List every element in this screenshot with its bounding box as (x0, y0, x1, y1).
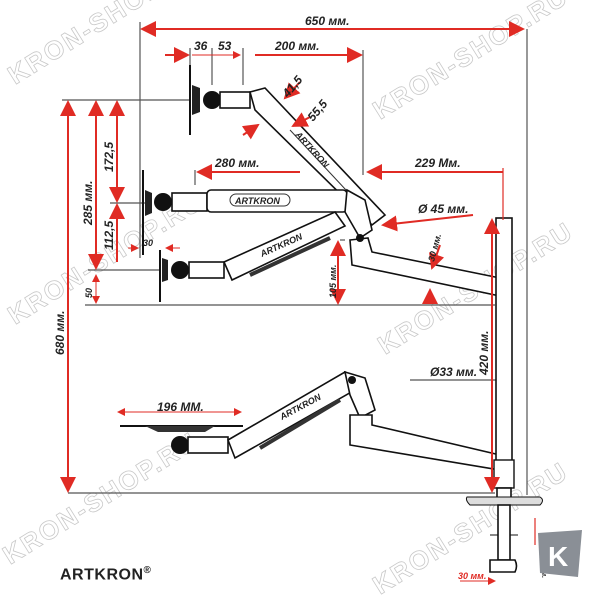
dim-285-label: 285 мм. (81, 181, 95, 226)
artkron-brand-logo: ARTKRON® (60, 565, 151, 584)
dim-30-offset-label: 30 (143, 238, 153, 248)
registered-mark: ® (143, 565, 152, 576)
watermark: KRON-SHOP.RU (2, 0, 208, 90)
monitor-arm-flat-position: ARTKRON (120, 370, 501, 471)
reference-lines (62, 22, 528, 495)
pole-and-clamp (465, 217, 543, 573)
arm-brand-label: ARTKRON (234, 196, 280, 206)
diameter-33-label: Ø33 мм. (430, 365, 477, 379)
dim-53-label: 53 (218, 39, 232, 53)
pole-height-label: 420 мм. (477, 331, 491, 376)
dim-200-label: 200 мм. (274, 39, 319, 53)
monitor-arm-low-position: ARTKRON (159, 211, 347, 302)
watermark: KRON-SHOP.RU (367, 0, 573, 125)
brand-name: ARTKRON (60, 566, 144, 584)
plate-width-label: 196 ММ. (157, 400, 204, 414)
dim-172-5-label: 172,5 (102, 142, 116, 172)
monitor-arm-middle-position: ARTKRON (142, 170, 373, 255)
dim-280-label: 280 мм. (214, 156, 259, 170)
clamp-width-label: 30 мм. (458, 571, 486, 581)
dim-55-5-label: 55,5 (305, 97, 331, 124)
diameter-45-label: Ø 45 мм. (418, 202, 468, 216)
dim-41-5-label: 41,5 (279, 73, 306, 101)
dimension-labels: 650 мм. 36 53 200 мм. 41,5 55,5 280 мм. … (53, 14, 547, 581)
total-reach-label: 650 мм. (305, 14, 349, 28)
dim-229-label: 229 Мм. (414, 156, 461, 170)
dim-105-label: 105 мм. (328, 265, 338, 298)
total-height-label: 680 мм. (53, 311, 67, 355)
arm-thickness-label: 30 мм. (426, 233, 443, 263)
dim-50-label: 50 (84, 288, 94, 298)
dim-112-5-label: 112,5 (102, 221, 116, 250)
dim-36-label: 36 (194, 39, 208, 53)
kron-logo-badge: K (538, 530, 582, 577)
lower-arm (349, 234, 501, 297)
badge-letter: K (548, 541, 568, 572)
dimension-arrows (60, 21, 536, 585)
